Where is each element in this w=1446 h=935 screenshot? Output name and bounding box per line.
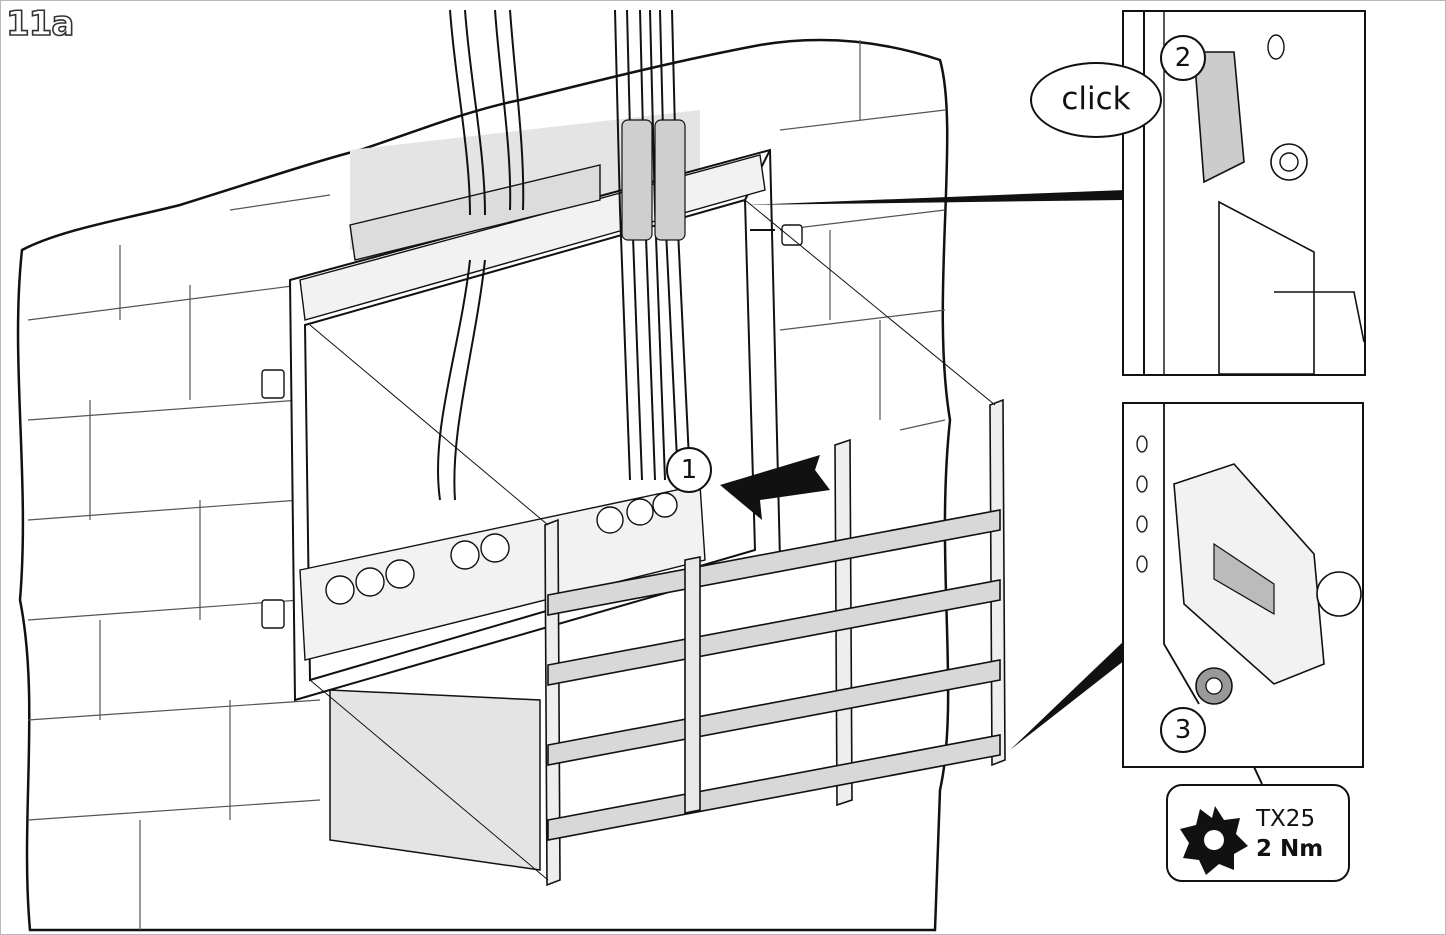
torque-spec-box (1166, 784, 1350, 882)
callout-step-2: 2 (1160, 35, 1206, 81)
wall-brackets (261, 224, 803, 629)
callout-step-1: 1 (666, 447, 712, 493)
detail-inset-screw (1122, 402, 1364, 768)
latch-detail-drawing (1143, 12, 1364, 374)
click-bubble: click (1030, 62, 1162, 138)
step-label: 11a (5, 3, 75, 45)
screw-detail-drawing (1136, 404, 1362, 705)
insert-arrow (720, 455, 830, 520)
callout-step-3: 3 (1160, 707, 1206, 753)
corrugated-conduits (621, 119, 686, 241)
wall-recess (329, 689, 541, 871)
leader-wedge-bottom (1010, 640, 1125, 750)
torque-tool-size: TX25 (1256, 806, 1316, 832)
torque-value: 2 Nm (1256, 836, 1324, 862)
mounting-frame (544, 398, 1006, 887)
detail-inset-latch (1122, 10, 1366, 376)
brick-joints (27, 40, 946, 930)
leader-wedge-top (745, 190, 1125, 205)
guide-lines (309, 199, 996, 881)
bottom-gland-strip (299, 484, 706, 661)
